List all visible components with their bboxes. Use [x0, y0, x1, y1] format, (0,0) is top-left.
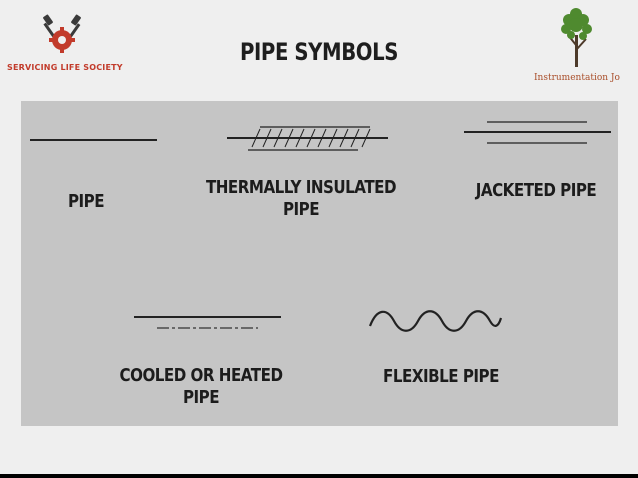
- cooled-or-heated-pipe-label-line-1: COOLED OR HEATED: [119, 365, 283, 386]
- cooled-or-heated-pipe-label: COOLED OR HEATED PIPE: [117, 365, 285, 409]
- thermally-insulated-pipe-label-line-2: PIPE: [282, 199, 320, 220]
- cooled-or-heated-pipe-label-line-2: PIPE: [182, 387, 220, 408]
- symbols-panel: PIPE THERMALLY INSULATED PIPE: [21, 101, 618, 426]
- flexible-pipe-symbol: [368, 310, 503, 332]
- jacketed-pipe-symbol: [464, 121, 611, 144]
- instrumentation-jo-logo: Instrumentation Jo: [530, 5, 635, 85]
- tree-icon: [561, 8, 592, 67]
- cooled-or-heated-pipe-symbol: [134, 316, 281, 329]
- page-title: PIPE SYMBOLS: [239, 38, 399, 66]
- logo-right-text: Instrumentation Jo: [534, 73, 620, 83]
- thermally-insulated-pipe-label-line-1: THERMALLY INSULATED: [205, 177, 397, 198]
- pipe-symbol: [30, 139, 157, 141]
- jacketed-pipe-label: JACKETED PIPE: [475, 180, 597, 201]
- pipe-label: PIPE: [67, 191, 105, 212]
- crossed-pistons-gear-icon: [43, 14, 81, 53]
- thermally-insulated-pipe-label: THERMALLY INSULATED PIPE: [200, 177, 402, 221]
- servicing-life-society-logo: SERVICING LIFE SOCIETY: [0, 8, 130, 72]
- thermally-insulated-pipe-symbol: [227, 126, 388, 151]
- logo-left-text: SERVICING LIFE SOCIETY: [7, 63, 123, 72]
- flexible-pipe-label: FLEXIBLE PIPE: [383, 366, 499, 387]
